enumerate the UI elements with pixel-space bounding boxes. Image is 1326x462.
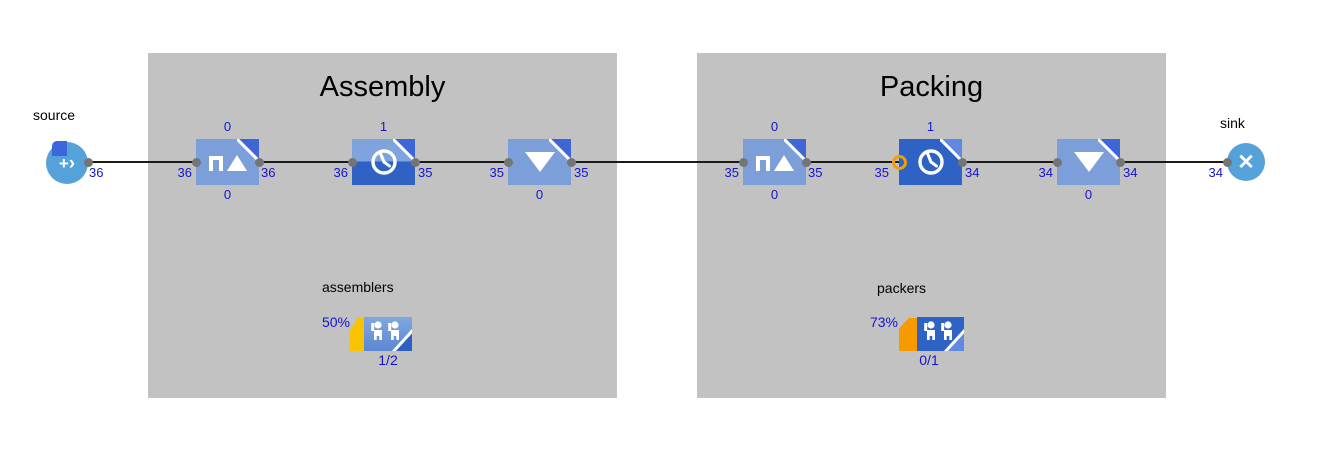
- connection-port[interactable]: [739, 158, 748, 167]
- delay-block-packing[interactable]: [899, 139, 962, 185]
- delay-block-assembly[interactable]: [352, 139, 415, 185]
- count-seize1-top: 0: [223, 119, 232, 134]
- packers-label: packers: [877, 280, 927, 296]
- release-block-assembly[interactable]: [508, 139, 571, 185]
- workers-icon: [371, 321, 412, 351]
- triangle-down-icon: [524, 152, 555, 172]
- triangle-down-icon: [1073, 152, 1104, 172]
- corner-fold-icon: [784, 139, 806, 161]
- connection-port[interactable]: [802, 158, 811, 167]
- connection-port[interactable]: [348, 158, 357, 167]
- corner-fold-icon: [940, 139, 962, 161]
- count-release1-bottom: 0: [535, 187, 544, 202]
- seize-block-packing[interactable]: [743, 139, 806, 185]
- connection-port[interactable]: [1116, 158, 1125, 167]
- count-delay1-top: 1: [379, 119, 388, 134]
- count-seize1-bottom: 0: [223, 187, 232, 202]
- packing-group-title: Packing: [879, 71, 984, 103]
- source-label: source: [33, 107, 76, 123]
- assembly-group-title: Assembly: [319, 71, 446, 103]
- corner-fold-icon: [549, 139, 571, 161]
- assemblers-label: assemblers: [322, 279, 394, 295]
- workers-icon: [924, 321, 964, 351]
- sink-block[interactable]: ✕: [1227, 143, 1265, 181]
- sink-label: sink: [1220, 115, 1245, 131]
- utilization-gauge-icon: [350, 318, 364, 351]
- count-seize2-out: 35: [808, 165, 823, 180]
- connection-port[interactable]: [192, 158, 201, 167]
- count-source-out: 36: [89, 165, 104, 180]
- connection-port[interactable]: [255, 158, 264, 167]
- count-delay2-top: 1: [926, 119, 935, 134]
- count-sink-in: 34: [1208, 165, 1223, 180]
- count-seize2-top: 0: [770, 119, 779, 134]
- packers-utilization: 73%: [869, 314, 898, 330]
- resource-pool-packers[interactable]: [917, 317, 964, 351]
- connection-port[interactable]: [504, 158, 513, 167]
- connection-port[interactable]: [1053, 158, 1062, 167]
- seize-icon: [755, 155, 794, 171]
- assemblers-idle-count: 1/2: [378, 352, 398, 368]
- count-release2-bottom: 0: [1084, 187, 1093, 202]
- connection-port[interactable]: [411, 158, 420, 167]
- count-delay2-out: 34: [965, 165, 980, 180]
- highlighted-port-icon[interactable]: [892, 155, 907, 170]
- count-seize1-in: 36: [177, 165, 192, 180]
- source-corner-badge-icon: [52, 141, 67, 156]
- assemblers-utilization: 50%: [321, 314, 350, 330]
- count-release1-out: 35: [574, 165, 589, 180]
- count-release2-in: 34: [1038, 165, 1053, 180]
- connection-port[interactable]: [567, 158, 576, 167]
- count-seize2-in: 35: [724, 165, 739, 180]
- connection-port[interactable]: [1223, 158, 1232, 167]
- corner-fold-icon: [393, 139, 415, 161]
- source-arrow-icon: ›: [68, 152, 76, 174]
- count-delay1-in: 36: [333, 165, 348, 180]
- corner-fold-icon: [237, 139, 259, 161]
- resource-pool-assemblers[interactable]: [364, 317, 412, 351]
- count-delay2-in: 35: [874, 165, 889, 180]
- clock-icon: [917, 149, 944, 175]
- seize-block-assembly[interactable]: [196, 139, 259, 185]
- packers-idle-count: 0/1: [919, 352, 939, 368]
- flow-connector-line: [87, 161, 1228, 163]
- corner-fold-icon: [1098, 139, 1120, 161]
- connection-port[interactable]: [84, 158, 93, 167]
- utilization-gauge-icon: [899, 318, 917, 351]
- seize-icon: [208, 155, 247, 171]
- count-seize2-bottom: 0: [770, 187, 779, 202]
- count-release1-in: 35: [489, 165, 504, 180]
- count-release2-out: 34: [1123, 165, 1138, 180]
- release-block-packing[interactable]: [1057, 139, 1120, 185]
- sink-x-icon: ✕: [1237, 150, 1255, 174]
- source-icon: +: [58, 153, 69, 173]
- connection-port[interactable]: [958, 158, 967, 167]
- count-delay1-out: 35: [418, 165, 433, 180]
- clock-icon: [370, 149, 397, 175]
- count-seize1-out: 36: [261, 165, 276, 180]
